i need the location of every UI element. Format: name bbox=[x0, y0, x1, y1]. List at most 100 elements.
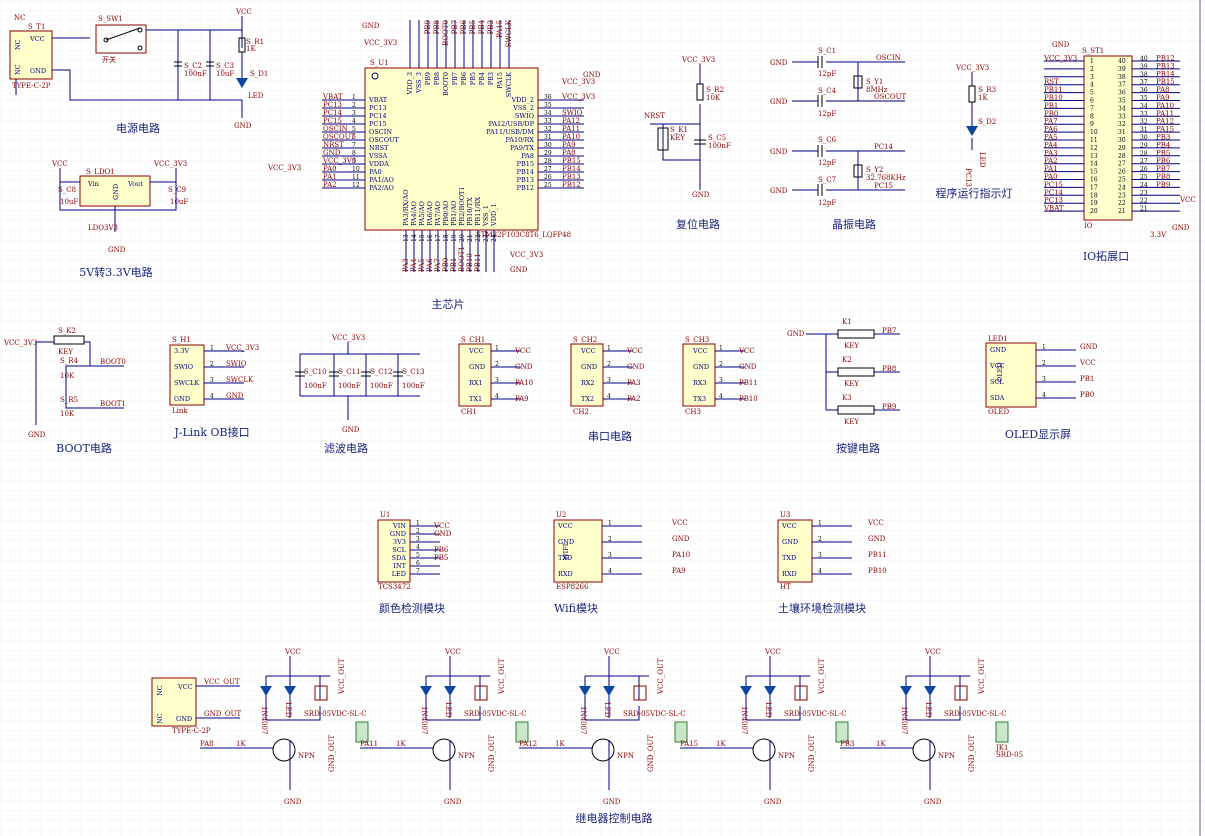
filter-capacitor bbox=[393, 371, 403, 377]
part-ref: U3 bbox=[780, 511, 790, 519]
switch-lever bbox=[105, 27, 141, 41]
mcu-pin-name: VSS_1 bbox=[482, 205, 490, 227]
oled-text: OLED bbox=[996, 362, 1004, 382]
mcu-pin-number: 5 bbox=[352, 126, 356, 133]
flyback-diode bbox=[740, 686, 752, 696]
net-label: PB9 bbox=[424, 20, 432, 34]
pin-name: GND bbox=[469, 363, 485, 371]
terminal-block[interactable] bbox=[355, 721, 369, 743]
soil-module[interactable] bbox=[777, 519, 813, 583]
relay-coil bbox=[954, 685, 968, 701]
mcu-pin-number: 32 bbox=[544, 126, 552, 133]
net-label: GND bbox=[234, 122, 252, 130]
part-ref: S_R3 bbox=[978, 86, 996, 94]
net-label: GND bbox=[108, 246, 126, 254]
net-label: PA7 bbox=[1044, 118, 1058, 126]
terminal-block[interactable] bbox=[674, 721, 688, 743]
net-label: PC13 bbox=[964, 168, 972, 187]
mcu-pin-name: BOOT0 bbox=[442, 72, 450, 96]
io-pin-number: 14 bbox=[1090, 161, 1098, 168]
switch-symbol[interactable] bbox=[95, 24, 147, 54]
net-label: GND bbox=[770, 148, 788, 156]
part-value: SRD-05VDC-SL-C bbox=[464, 710, 527, 718]
io-header[interactable] bbox=[1083, 55, 1133, 221]
mcu-pin-name: PB12 bbox=[517, 184, 534, 192]
pin-number: 2 bbox=[495, 361, 499, 368]
resistor-value: 1K bbox=[555, 740, 565, 748]
typec-connector[interactable] bbox=[9, 30, 53, 80]
uart-connector[interactable] bbox=[570, 343, 604, 407]
net-label: GND bbox=[770, 98, 788, 106]
part-ref: S_C6 bbox=[818, 136, 837, 144]
relay-typec-connector[interactable] bbox=[151, 677, 197, 727]
net-label: GND bbox=[226, 392, 244, 400]
mcu-pin-number: 25 bbox=[544, 182, 552, 189]
section-title-keys: 按键电路 bbox=[836, 441, 880, 455]
net-label: PB0 bbox=[442, 258, 450, 272]
io-pin-group: 1VCC_3V3234RST5PB116PB107PB18PB09PA710PA… bbox=[1043, 55, 1180, 215]
net-label: PA3 bbox=[627, 379, 641, 387]
relay-input-circuit: VCC GND NC NC TYPE-C-2P VCC_OUT GND_OUT bbox=[151, 677, 241, 735]
reset-key[interactable] bbox=[657, 127, 669, 151]
color-sensor[interactable] bbox=[377, 519, 411, 583]
part-value: IO bbox=[1084, 222, 1093, 230]
uart-connector[interactable] bbox=[682, 343, 716, 407]
relay-coil bbox=[633, 685, 647, 701]
io-pin-number: 17 bbox=[1090, 184, 1098, 191]
uart-connector[interactable] bbox=[458, 343, 492, 407]
net-label: PB7 bbox=[451, 20, 459, 34]
pin-name: SDA bbox=[392, 554, 407, 562]
part-ref: S_C5 bbox=[708, 134, 726, 142]
ldo-regulator[interactable] bbox=[79, 175, 151, 207]
crystal-y2 bbox=[853, 164, 863, 178]
jlink-connector[interactable] bbox=[169, 344, 205, 406]
terminal-block[interactable] bbox=[515, 721, 529, 743]
io-pin-number: 1 bbox=[1090, 58, 1094, 65]
net-label: VCC bbox=[603, 648, 620, 656]
part-ref: S_D2 bbox=[978, 118, 996, 126]
wire bbox=[59, 168, 177, 232]
net-label: PB4 bbox=[478, 19, 486, 34]
net-label: PA10 bbox=[672, 551, 690, 559]
net-label: VCC_OUT bbox=[657, 658, 665, 695]
pin-number: 1 bbox=[818, 520, 822, 527]
oled-display[interactable] bbox=[985, 342, 1037, 408]
flyback-diode bbox=[260, 686, 272, 696]
pin-name: RX1 bbox=[469, 379, 483, 387]
mcu-pin-number: 3 bbox=[352, 110, 356, 117]
io-pin-number: 4 bbox=[1090, 82, 1094, 89]
net-label: PA15 bbox=[680, 740, 698, 748]
resistor-r2 bbox=[696, 83, 704, 101]
net-label: PB0 bbox=[1044, 110, 1058, 118]
section-title-io: IO拓展口 bbox=[1083, 249, 1129, 263]
mcu-pin-name: PA5/AO bbox=[418, 201, 426, 226]
wifi-module[interactable] bbox=[553, 519, 603, 583]
mcu-pin-name: PB15 bbox=[517, 160, 534, 168]
boot-key[interactable] bbox=[53, 335, 85, 345]
flyback-diode bbox=[579, 686, 591, 696]
part-value: 12pF bbox=[818, 70, 836, 78]
net-label: VCC bbox=[867, 519, 884, 527]
terminal-block[interactable] bbox=[835, 721, 849, 743]
net-label: VCC_3V3 bbox=[322, 157, 356, 165]
wire bbox=[650, 64, 701, 190]
net-label: PA4 bbox=[410, 258, 418, 272]
part-value: CH1 bbox=[461, 408, 477, 416]
terminal-block[interactable] bbox=[995, 721, 1009, 743]
filter-capacitor bbox=[295, 371, 305, 377]
pin-number: 2 bbox=[719, 361, 723, 368]
part-value: 100nF bbox=[304, 382, 327, 390]
part-value: CH2 bbox=[573, 408, 589, 416]
pin-number: 4 bbox=[608, 568, 612, 575]
net-label: PB6 bbox=[460, 19, 468, 34]
mcu-chip[interactable] bbox=[364, 67, 539, 231]
net-label: PA1 bbox=[323, 173, 337, 181]
pin-name: RXD bbox=[558, 570, 573, 578]
mcu-pin-number: 33 bbox=[544, 118, 552, 125]
part-value: TYPE-C-2P bbox=[172, 727, 211, 735]
npn-transistor bbox=[752, 738, 776, 762]
part-ref: S_SW1 bbox=[98, 15, 123, 23]
part-value: 10K bbox=[60, 372, 75, 380]
